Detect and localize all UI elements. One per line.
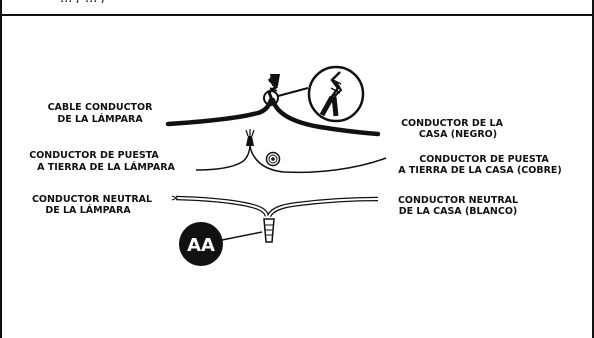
house-neutral-wire-fill [268,198,379,217]
aa-badge: AA [179,222,223,266]
label-house-neutral-wire-line1: CONDUCTOR NEUTRAL [398,195,518,206]
magnify-leader-line [277,87,309,97]
label-house-ground-wire-line1: CONDUCTOR DE PUESTA [419,154,549,165]
junction-highlight-circle [263,90,279,106]
label-lamp-supply-wire-line1: CABLE CONDUCTOR [48,102,154,113]
label-lamp-ground-wire-line2: A TIERRA DE LA LÁMPARA [37,161,175,173]
ground-wire-group [195,129,387,174]
label-lamp-supply-wire-line2: DE LA LÁMPARA [57,113,143,125]
label-house-neutral-wire: CONDUCTOR NEUTRAL DE LA CASA (BLANCO) [398,195,518,217]
house-black-wire [270,97,381,137]
label-house-black-wire-line1: CONDUCTOR DE LA [401,118,503,129]
badge-leader-line [221,231,263,241]
aa-badge-text: AA [187,235,215,256]
label-lamp-neutral-wire-line1: CONDUCTOR NEUTRAL [32,194,152,205]
label-lamp-ground-wire: CONDUCTOR DE PUESTA A TIERRA DE LA LÁMPA… [29,150,175,173]
label-house-black-wire: CONDUCTOR DE LA CASA (NEGRO) [401,118,503,140]
neutral-wire-nut-ribs [265,224,273,236]
lamp-neutral-wire-fill [175,197,268,217]
header-strip: ... / ... / [0,0,594,16]
lamp-supply-wire [165,97,274,127]
header-clipped-text: ... / ... / [60,0,106,6]
lamp-neutral-wire-end [171,195,179,201]
label-lamp-ground-wire-line1: CONDUCTOR DE PUESTA [29,150,159,161]
ground-screw [265,151,281,167]
house-ground-wire [249,145,387,174]
supply-wire-group [165,65,381,137]
label-lamp-supply-wire: CABLE CONDUCTOR DE LA LÁMPARA [48,102,154,125]
label-house-ground-wire: CONDUCTOR DE PUESTA A TIERRA DE LA CASA … [398,154,561,176]
magnified-twisted-wires [319,71,343,117]
ground-connector [246,136,254,146]
label-lamp-neutral-wire: CONDUCTOR NEUTRAL DE LA LÁMPARA [32,194,152,216]
label-house-black-wire-line2: CASA (NEGRO) [419,129,497,140]
label-lamp-neutral-wire-line2: DE LA LÁMPARA [45,204,131,216]
supply-wire-nut [270,74,280,86]
ground-connector-tines [245,129,255,137]
lamp-ground-wire [195,144,251,171]
label-house-neutral-wire-line2: DE LA CASA (BLANCO) [399,206,518,217]
label-house-ground-wire-line2: A TIERRA DE LA CASA (COBRE) [398,165,561,176]
neutral-wire-group [171,195,379,243]
